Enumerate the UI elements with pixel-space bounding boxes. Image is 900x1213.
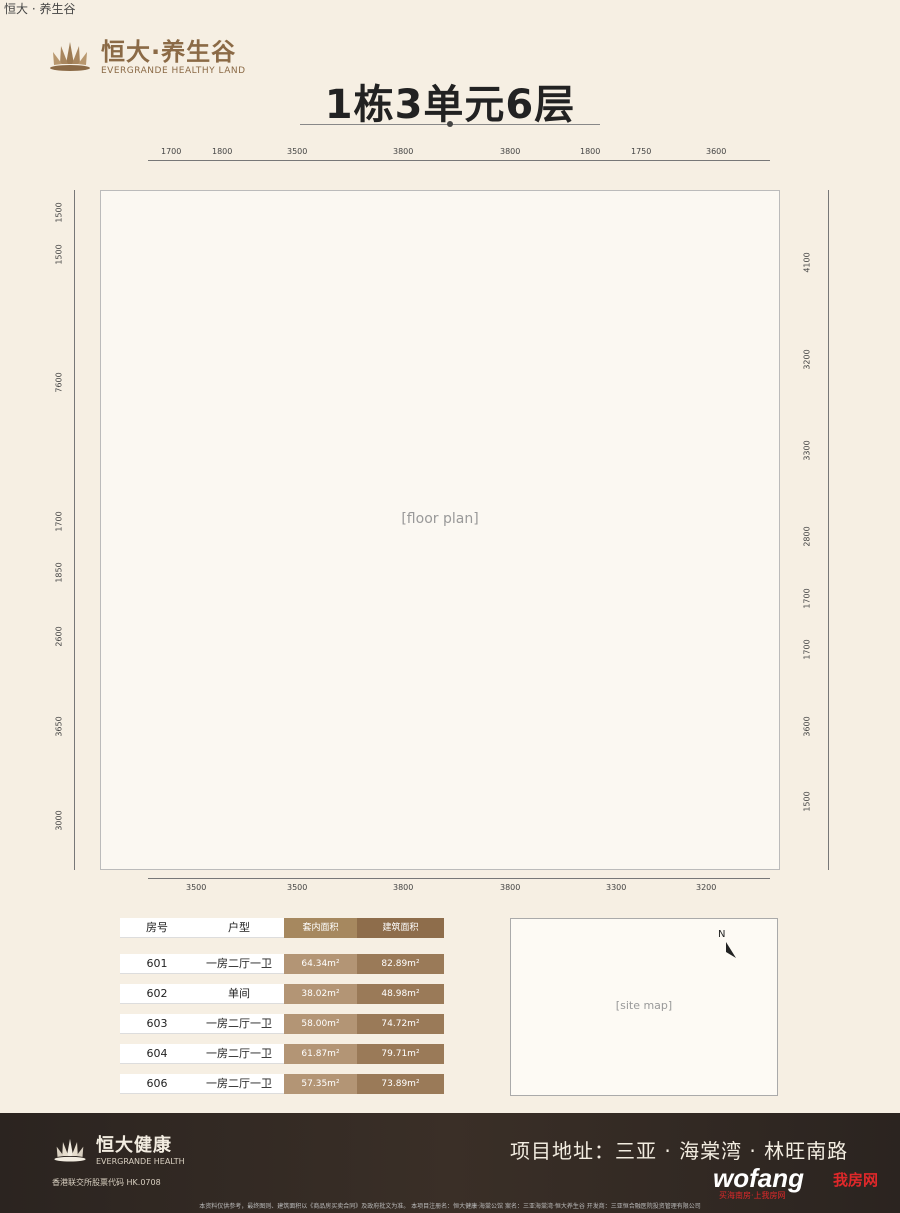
dim-bottom-2: 3500 [287,883,308,892]
dim-top-8: 3600 [706,147,727,156]
floor-plan-placeholder: [floor plan] [401,511,479,527]
top-tag: 恒大 · 养生谷 [4,2,76,16]
dim-top-3: 3500 [287,147,308,156]
cell-room: 604 [120,1044,194,1064]
stock-code: 香港联交所股票代码 HK.0708 [52,1178,161,1187]
dim-right-6: 1700 [802,639,812,660]
dim-bottom-6: 3200 [696,883,717,892]
cell-room: 603 [120,1014,194,1034]
cell-room: 606 [120,1074,194,1094]
unit-title: 1栋3单元6层 [324,82,576,128]
floor-plan: [floor plan] [100,190,780,870]
lotus-logo-icon [50,42,90,71]
dim-left-3: 7600 [54,372,64,393]
top-dimension-line [148,160,770,161]
table-row: 602 单间 38.02m² 48.98m² [120,984,444,1004]
dim-left-1: 1500 [54,202,64,223]
cell-gross-area: 82.89m² [357,954,444,974]
dim-right-3: 3300 [802,440,812,461]
area-table: 房号 户型 套内面积 建筑面积 601 一房二厅一卫 64.34m² 82.89… [120,918,444,1104]
site-map: [site map] [510,918,778,1096]
table-row: 606 一房二厅一卫 57.35m² 73.89m² [120,1074,444,1094]
dim-left-7: 3650 [54,716,64,737]
cell-type: 一房二厅一卫 [194,954,284,974]
header-gross-area: 建筑面积 [357,918,444,938]
dim-top-1: 1700 [161,147,182,156]
cell-room: 601 [120,954,194,974]
brand-name-cn: 恒大·养生谷 [101,38,237,66]
cell-type: 单间 [194,984,284,1004]
header-type: 户型 [194,918,284,938]
footer-logo: 恒大健康 EVERGRANDE HEALTH [52,1131,185,1166]
north-arrow-icon: N [718,929,738,962]
dim-right-1: 4100 [802,252,812,273]
disclaimer: 本资料仅供参考，最终图则、建筑面积以《商品房买卖合同》及政府批文为准。 本项目注… [199,1203,701,1210]
cell-inner-area: 57.35m² [284,1074,357,1094]
dim-top-6: 1800 [580,147,601,156]
watermark-text-cn: 我房网 [833,1171,878,1189]
watermark-text: wofang [713,1163,804,1193]
brand-name-en: EVERGRANDE HEALTHY LAND [101,66,246,76]
cell-inner-area: 58.00m² [284,1014,357,1034]
dim-top-5: 3800 [500,147,521,156]
right-dimension-line [828,190,829,870]
header-room: 房号 [120,918,194,938]
wofang-watermark-icon: wofang 我房网 买海南房·上我房网 [713,1163,878,1200]
cell-inner-area: 38.02m² [284,984,357,1004]
dim-left-5: 1850 [54,562,64,583]
cell-type: 一房二厅一卫 [194,1074,284,1094]
header-inner-area: 套内面积 [284,918,357,938]
dim-left-4: 1700 [54,511,64,532]
table-row: 603 一房二厅一卫 58.00m² 74.72m² [120,1014,444,1034]
title-divider-dot [447,121,453,127]
cell-gross-area: 73.89m² [357,1074,444,1094]
table-row: 604 一房二厅一卫 61.87m² 79.71m² [120,1044,444,1064]
site-map-placeholder: [site map] [615,999,673,1012]
cell-room: 602 [120,984,194,1004]
dim-left-8: 3000 [54,810,64,831]
footer-brand-en: EVERGRANDE HEALTH [96,1157,185,1166]
left-dimension-line [74,190,75,870]
project-address: 项目地址：三亚 · 海棠湾 · 林旺南路 [510,1139,849,1163]
dim-right-4: 2800 [802,526,812,547]
dim-left-6: 2600 [54,626,64,647]
dim-right-2: 3200 [802,349,812,370]
north-label: N [718,929,726,940]
dim-top-4: 3800 [393,147,414,156]
dim-bottom-3: 3800 [393,883,414,892]
lotus-logo-icon [54,1138,86,1162]
cell-gross-area: 74.72m² [357,1014,444,1034]
compass-arrow-icon [726,942,736,958]
dim-right-7: 3600 [802,716,812,737]
brand-logo: 恒大·养生谷 EVERGRANDE HEALTHY LAND [47,38,246,76]
dim-left-2: 1500 [54,244,64,265]
cell-type: 一房二厅一卫 [194,1014,284,1034]
table-header-row: 房号 户型 套内面积 建筑面积 [120,918,444,938]
cell-gross-area: 79.71m² [357,1044,444,1064]
dim-right-5: 1700 [802,588,812,609]
footer-brand-cn: 恒大健康 [96,1135,172,1156]
dim-top-2: 1800 [212,147,233,156]
footer: 恒大健康 EVERGRANDE HEALTH 香港联交所股票代码 HK.0708… [0,1113,900,1213]
cell-inner-area: 61.87m² [284,1044,357,1064]
dim-right-8: 1500 [802,791,812,812]
cell-inner-area: 64.34m² [284,954,357,974]
bottom-dimension-line [148,878,770,879]
dim-top-7: 1750 [631,147,652,156]
dim-bottom-1: 3500 [186,883,207,892]
table-row: 601 一房二厅一卫 64.34m² 82.89m² [120,954,444,974]
dim-bottom-4: 3800 [500,883,521,892]
cell-gross-area: 48.98m² [357,984,444,1004]
watermark-slogan: 买海南房·上我房网 [719,1190,786,1200]
dim-bottom-5: 3300 [606,883,627,892]
cell-type: 一房二厅一卫 [194,1044,284,1064]
